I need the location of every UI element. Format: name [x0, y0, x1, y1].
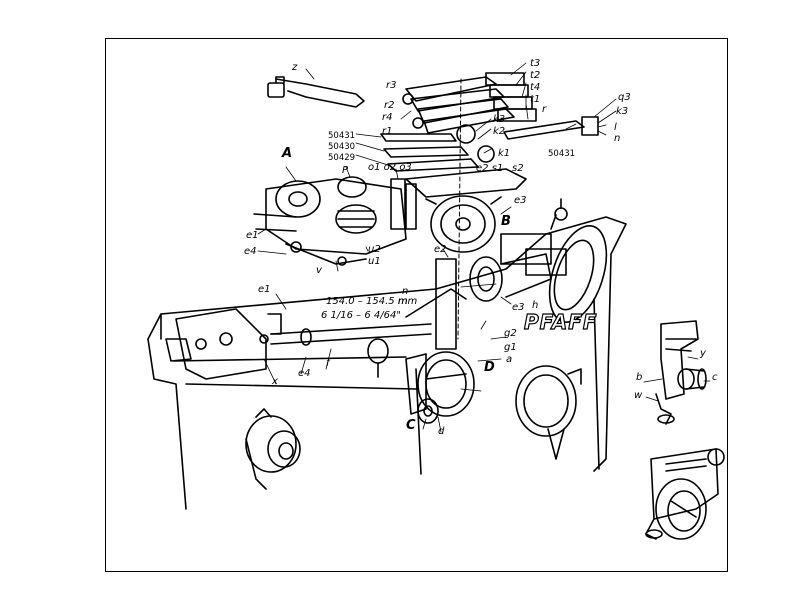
label-u2: u2 — [368, 244, 381, 255]
drive-gear-area — [270, 233, 567, 350]
label-50429: 50429 — [328, 153, 356, 163]
label-e4-mid: e4 — [298, 368, 311, 379]
label-r4: r4 — [382, 112, 393, 123]
label-q3: q3 — [618, 92, 631, 103]
label-r3: r3 — [386, 80, 397, 91]
label-s2: s2 — [512, 163, 524, 174]
label-k2: k2 — [493, 126, 506, 137]
label-e2-mid: e2 — [434, 244, 447, 255]
label-e3-mid: e3 — [512, 302, 525, 313]
label-h: h — [532, 300, 539, 311]
small-knob — [367, 338, 389, 378]
label-50431-a: 50431 — [328, 131, 356, 141]
top-cover-parts — [267, 72, 599, 198]
label-t4: t4 — [530, 82, 541, 93]
dimension-inch: 6 1/16 – 6 4/64" — [321, 310, 401, 321]
left-end-plate — [165, 308, 282, 380]
label-d: d — [438, 426, 445, 437]
dimension-mm: 154.0 – 154.5 mm — [326, 296, 418, 307]
cam-b — [425, 195, 502, 253]
label-D: D — [484, 360, 495, 375]
label-r1: r1 — [382, 126, 393, 137]
brand-logo: PFAFF — [523, 310, 598, 334]
inset-tension-detail — [655, 320, 707, 425]
label-v: v — [316, 265, 322, 276]
label-w: w — [634, 390, 643, 401]
label-x: x — [272, 376, 278, 387]
label-50430: 50430 — [328, 142, 356, 152]
label-y: y — [700, 348, 706, 359]
label-o1o2o3: o1 o2 o3 — [368, 162, 412, 173]
label-P: P — [342, 165, 349, 176]
label-n-right: n — [614, 133, 621, 144]
inset-dial-detail — [645, 448, 725, 540]
sewing-machine-exploded-view — [147, 62, 725, 540]
label-g1: g1 — [504, 342, 517, 353]
stitch-knob — [245, 408, 301, 490]
label-50431-b: 50431 — [548, 149, 576, 159]
selector-dial — [515, 365, 582, 460]
leader-lines — [257, 62, 711, 433]
label-k3-top: k3 — [493, 114, 506, 125]
label-r: r — [542, 104, 547, 115]
label-c: c — [712, 372, 718, 383]
handwheel — [548, 198, 608, 323]
label-u1: u1 — [368, 256, 381, 267]
label-a: a — [506, 354, 513, 365]
label-A: A — [282, 146, 293, 161]
label-m: m — [398, 296, 408, 307]
label-g2: g2 — [504, 328, 517, 339]
label-l: l — [614, 122, 617, 133]
label-e1-left: e1 — [246, 230, 259, 241]
label-z: z — [292, 62, 298, 73]
label-k1: k1 — [498, 148, 511, 159]
label-B: B — [501, 214, 511, 229]
label-k3-right: k3 — [616, 106, 629, 117]
label-e3-top: e3 — [514, 195, 527, 206]
diagram-frame: PFAFF 154.0 – 154.5 mm 6 1/16 – 6 4/64" … — [105, 38, 728, 572]
dial-d — [405, 351, 475, 424]
label-t1: t1 — [530, 94, 541, 105]
label-n-mid: n — [402, 286, 409, 297]
cam-assembly-a — [253, 176, 417, 266]
label-e2-s1: e2 s1 — [476, 163, 504, 174]
label-e4-left: e4 — [244, 246, 257, 257]
label-C: C — [406, 418, 416, 433]
label-t3: t3 — [530, 58, 541, 69]
label-r2: r2 — [384, 100, 395, 111]
machine-arm-body — [147, 216, 627, 510]
label-f: f — [326, 358, 330, 369]
label-e1-mid: e1 — [258, 284, 271, 295]
assembly-axis — [457, 78, 462, 340]
label-t2: t2 — [530, 70, 541, 81]
label-b: b — [636, 372, 643, 383]
